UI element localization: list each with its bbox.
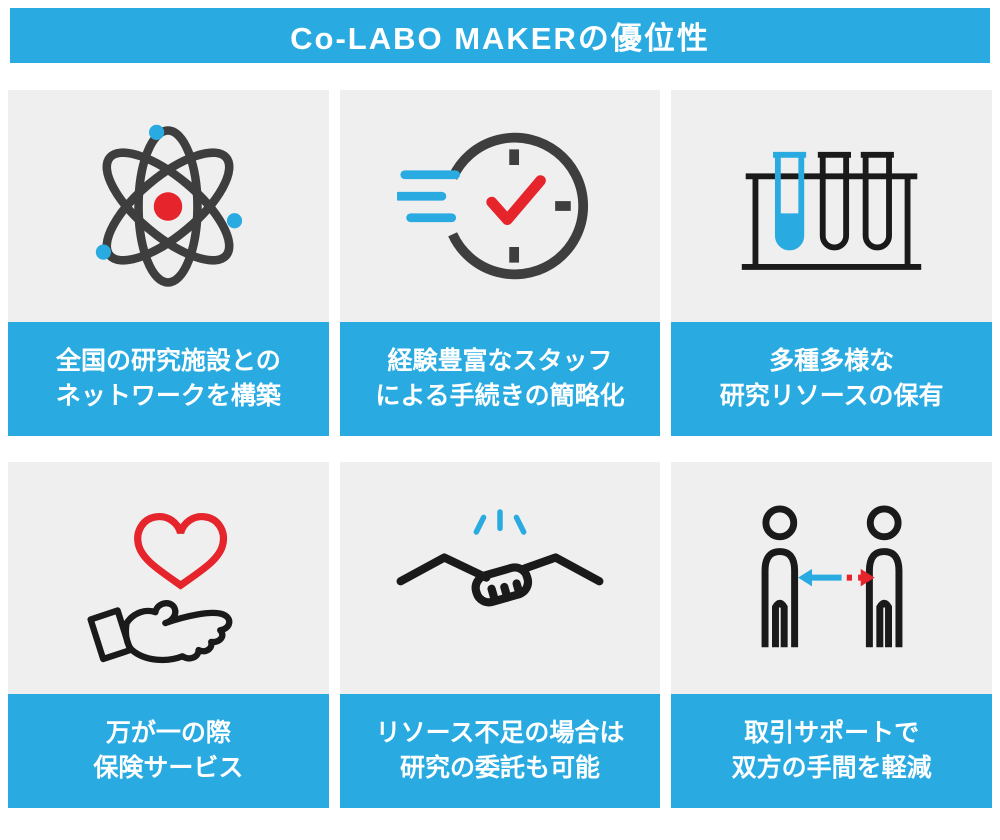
caption-line: 万が一の際 <box>105 718 231 747</box>
benefits-grid: 全国の研究施設との ネットワークを構築 <box>8 90 992 808</box>
people-exchange-icon <box>761 504 903 647</box>
caption-bar: 全国の研究施設との ネットワークを構築 <box>8 322 329 436</box>
page-title: Co-LABO MAKERの優位性 <box>290 21 710 56</box>
benefit-card-resources: 多種多様な 研究リソースの保有 <box>671 90 992 436</box>
icon-panel <box>8 90 329 322</box>
caption-bar: リソース不足の場合は 研究の委託も可能 <box>339 694 661 808</box>
benefit-card-speed: 経験豊富なスタッフ による手続きの簡略化 <box>339 90 661 436</box>
caption-bar: 万が一の際 保険サービス <box>8 694 329 808</box>
caption-line: 全国の研究施設との <box>55 346 281 375</box>
hand-heart-icon <box>87 512 233 663</box>
benefit-card-outsourcing: リソース不足の場合は 研究の委託も可能 <box>339 462 661 808</box>
caption-line: 双方の手間を軽減 <box>731 754 932 782</box>
atom-icon <box>96 124 243 287</box>
caption-line: による手続きの簡略化 <box>375 382 625 410</box>
benefit-card-insurance: 万が一の際 保険サービス <box>8 462 329 808</box>
icon-panel <box>8 462 329 694</box>
caption-bar: 取引サポートで 双方の手間を軽減 <box>671 694 992 808</box>
icon-panel <box>339 462 661 694</box>
header-bar: Co-LABO MAKERの優位性 <box>10 8 990 63</box>
caption-line: リソース不足の場合は <box>375 718 625 747</box>
caption-bar: 経験豊富なスタッフ による手続きの簡略化 <box>339 322 661 436</box>
icon-panel <box>339 90 661 322</box>
test-tubes-icon <box>741 151 922 270</box>
caption-bar: 多種多様な 研究リソースの保有 <box>671 322 992 436</box>
handshake-icon <box>396 508 604 606</box>
caption-line: 取引サポートで <box>744 718 920 747</box>
caption-line: 経験豊富なスタッフ <box>387 346 613 375</box>
benefit-card-network: 全国の研究施設との ネットワークを構築 <box>8 90 329 436</box>
caption-line: ネットワークを構築 <box>55 382 281 410</box>
icon-panel <box>671 462 992 694</box>
caption-line: 研究の委託も可能 <box>399 754 600 782</box>
caption-line: 保険サービス <box>93 754 244 782</box>
speed-clock-icon <box>397 132 589 280</box>
icon-panel <box>671 90 992 322</box>
caption-line: 多種多様な <box>769 346 895 375</box>
caption-line: 研究リソースの保有 <box>719 382 944 410</box>
benefit-card-support: 取引サポートで 双方の手間を軽減 <box>671 462 992 808</box>
